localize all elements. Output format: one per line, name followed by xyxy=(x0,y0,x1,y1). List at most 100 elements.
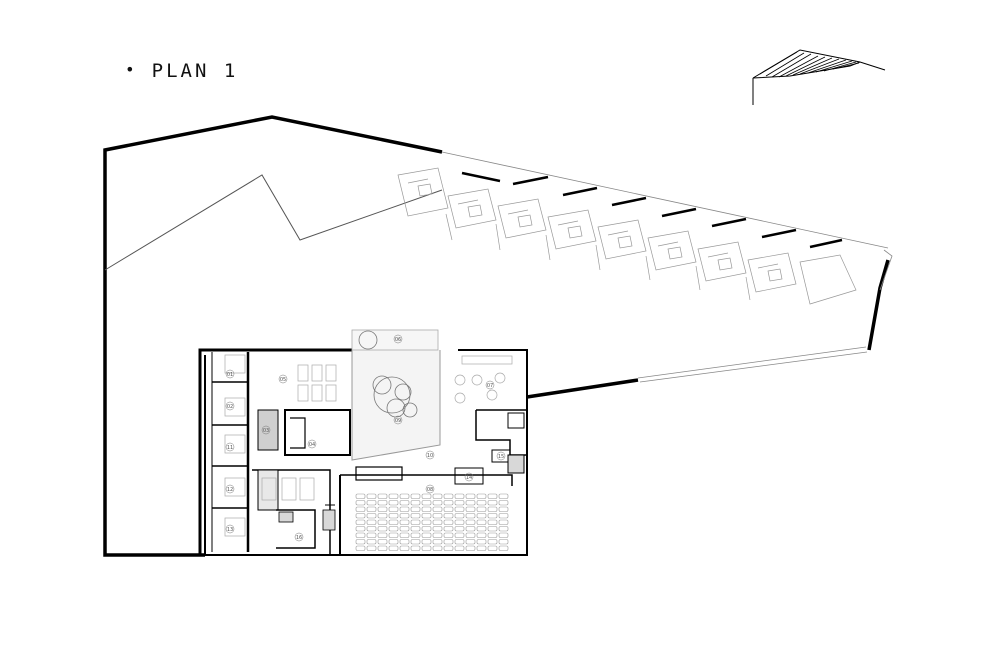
auditorium-seat xyxy=(388,493,399,499)
auditorium-seat xyxy=(476,500,487,506)
auditorium-seat xyxy=(476,493,487,499)
auditorium-seat xyxy=(377,545,388,551)
auditorium-seat xyxy=(410,539,421,545)
room-label: 12 xyxy=(227,487,233,493)
auditorium-seat xyxy=(443,545,454,551)
auditorium-seat xyxy=(377,526,388,532)
auditorium-seat xyxy=(366,513,377,519)
auditorium-seat xyxy=(366,519,377,525)
auditorium-seat xyxy=(476,506,487,512)
site-outline xyxy=(103,115,890,557)
room-labels: 01 02 03 04 05 06 07 08 09 10 11 12 13 1… xyxy=(225,334,506,542)
auditorium-seat xyxy=(432,493,443,499)
auditorium-seat xyxy=(476,519,487,525)
auditorium-seat xyxy=(465,539,476,545)
auditorium-seat xyxy=(465,545,476,551)
auditorium-seat xyxy=(487,545,498,551)
auditorium-seat xyxy=(377,506,388,512)
auditorium-seat xyxy=(355,493,366,499)
auditorium-seat xyxy=(476,513,487,519)
auditorium-seat xyxy=(465,519,476,525)
auditorium-seat xyxy=(388,532,399,538)
auditorium-seat xyxy=(366,545,377,551)
room-label: 13 xyxy=(227,527,233,533)
auditorium-seat xyxy=(388,519,399,525)
plan-title: •PLAN 1 xyxy=(125,60,238,82)
auditorium-seat xyxy=(410,532,421,538)
auditorium-seat xyxy=(388,513,399,519)
auditorium-seat xyxy=(454,526,465,532)
auditorium-seat xyxy=(388,545,399,551)
auditorium-seat xyxy=(421,500,432,506)
auditorium-seat xyxy=(432,532,443,538)
auditorium-seat xyxy=(432,539,443,545)
auditorium-seat xyxy=(476,532,487,538)
auditorium-seat xyxy=(399,493,410,499)
room-label: 09 xyxy=(395,418,401,424)
room-label: 03 xyxy=(263,428,269,434)
auditorium-seat xyxy=(399,532,410,538)
auditorium-seat xyxy=(432,545,443,551)
room-label: 16 xyxy=(296,535,302,541)
room-label: 06 xyxy=(395,337,401,343)
auditorium-seat xyxy=(454,506,465,512)
auditorium-seat xyxy=(454,519,465,525)
room-label: 15 xyxy=(498,454,504,460)
auditorium-seat xyxy=(454,539,465,545)
auditorium-seat xyxy=(399,539,410,545)
auditorium-seat xyxy=(377,500,388,506)
auditorium-seat xyxy=(410,545,421,551)
auditorium-seat xyxy=(465,513,476,519)
auditorium-seat xyxy=(421,519,432,525)
auditorium-seat xyxy=(465,506,476,512)
auditorium-seat xyxy=(421,545,432,551)
auditorium-seat xyxy=(465,532,476,538)
auditorium-seat xyxy=(487,519,498,525)
auditorium-seat xyxy=(399,513,410,519)
auditorium-seat xyxy=(498,539,509,545)
furniture xyxy=(224,354,513,537)
auditorium-seat xyxy=(487,493,498,499)
auditorium-seat xyxy=(487,532,498,538)
auditorium-seat xyxy=(498,500,509,506)
auditorium-seat xyxy=(443,519,454,525)
auditorium-seat xyxy=(432,500,443,506)
auditorium-seat xyxy=(421,526,432,532)
auditorium-seat xyxy=(432,519,443,525)
auditorium-seat xyxy=(355,526,366,532)
auditorium-seat xyxy=(432,513,443,519)
glazing-lines xyxy=(441,151,893,383)
room-label: 08 xyxy=(427,487,433,493)
auditorium-seat xyxy=(388,506,399,512)
room-label: 14 xyxy=(466,475,472,481)
auditorium-seat xyxy=(487,500,498,506)
terrain-line xyxy=(104,174,443,271)
auditorium-seat xyxy=(498,545,509,551)
auditorium-seat xyxy=(366,526,377,532)
auditorium-seat xyxy=(410,526,421,532)
auditorium-seat xyxy=(443,493,454,499)
auditorium-seat xyxy=(355,545,366,551)
auditorium-seat xyxy=(410,519,421,525)
auditorium-seat xyxy=(498,506,509,512)
auditorium-seat xyxy=(454,513,465,519)
auditorium-seat xyxy=(443,500,454,506)
auditorium-seat xyxy=(487,526,498,532)
room-label: 01 xyxy=(227,372,233,378)
auditorium-seat xyxy=(366,539,377,545)
auditorium-seat xyxy=(421,493,432,499)
auditorium-seat xyxy=(399,545,410,551)
room-label: 10 xyxy=(427,453,433,459)
auditorium-seat xyxy=(454,500,465,506)
auditorium-seat xyxy=(355,513,366,519)
auditorium-seat xyxy=(377,532,388,538)
auditorium-seat xyxy=(498,526,509,532)
auditorium-seat xyxy=(366,500,377,506)
auditorium-seat xyxy=(432,526,443,532)
auditorium-seat xyxy=(410,506,421,512)
auditorium-seat xyxy=(410,500,421,506)
room-label: 07 xyxy=(487,383,493,389)
auditorium-seating xyxy=(355,493,509,551)
auditorium-seat xyxy=(410,493,421,499)
auditorium-seat xyxy=(498,513,509,519)
